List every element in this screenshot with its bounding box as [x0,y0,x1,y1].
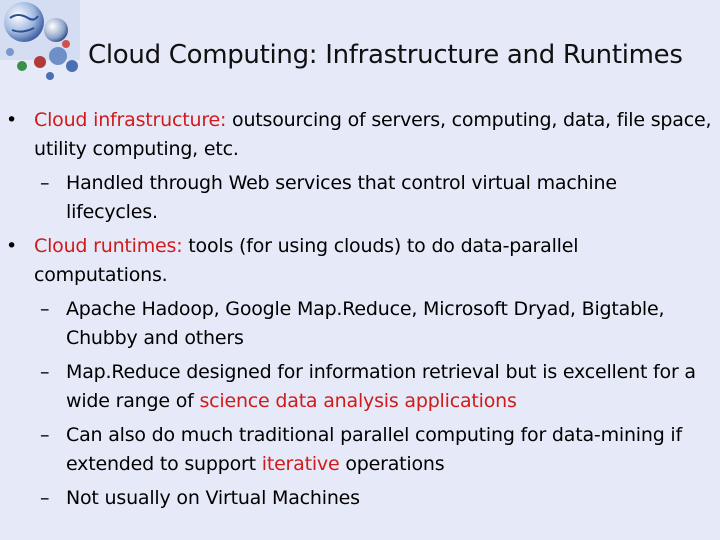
bullet-marker: • [6,235,18,257]
bullet-highlight: Cloud infrastructure: [34,109,227,131]
bullet-highlight: iterative [261,453,340,475]
bullet-marker: – [40,487,50,509]
subbullet-virtual-machines: –Not usually on Virtual Machines [0,484,712,513]
bullet-highlight: Cloud runtimes: [34,235,183,257]
bullet-text-tail: operations [339,453,445,475]
bullet-marker: – [40,298,50,320]
subbullet-web-services: –Handled through Web services that contr… [0,169,712,227]
globe-logo-icon [0,0,80,80]
bullet-text: Apache Hadoop, Google Map.Reduce, Micros… [66,298,665,349]
bullet-text: outsourcing of servers, computing, data,… [34,109,712,160]
bullet-marker: • [6,109,18,131]
subbullet-frameworks: –Apache Hadoop, Google Map.Reduce, Micro… [0,295,712,353]
slide-title: Cloud Computing: Infrastructure and Runt… [88,40,683,70]
bullet-text: Handled through Web services that contro… [66,172,617,223]
slide-body: • Cloud infrastructure: outsourcing of se… [0,106,712,513]
bullet-text: Map.Reduce designed for information retr… [66,361,696,412]
bullet-marker: – [40,361,50,383]
bullet-marker: – [40,424,50,446]
bullet-cloud-runtimes: • Cloud runtimes: tools (for using clouds… [0,232,712,290]
bullet-highlight: science data analysis applications [199,390,517,412]
bullet-marker: – [40,172,50,194]
subbullet-mapreduce: –Map.Reduce designed for information ret… [0,358,712,416]
subbullet-parallel-computing: –Can also do much traditional parallel c… [0,421,712,479]
bullet-text: Not usually on Virtual Machines [66,487,360,509]
bullet-cloud-infrastructure: • Cloud infrastructure: outsourcing of se… [0,106,712,164]
bullet-text: tools (for using clouds) to do data-para… [34,235,579,286]
bullet-text: Can also do much traditional parallel co… [66,424,682,475]
